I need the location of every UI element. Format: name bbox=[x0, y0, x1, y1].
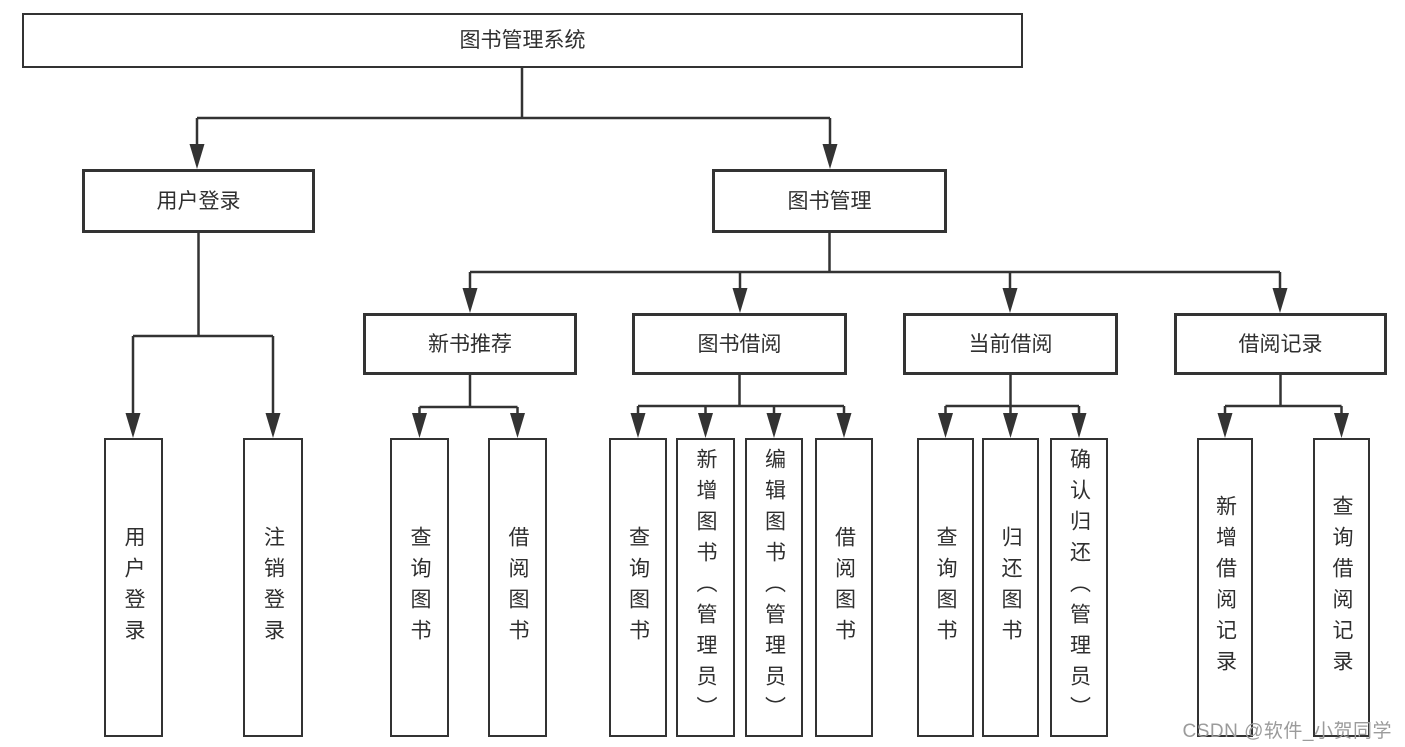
leaf-return-book-label: 归还图书 bbox=[999, 525, 1022, 650]
leaf-confirm-return-admin-label: 确认归还（管理员） bbox=[1067, 448, 1091, 727]
connector-line bbox=[131, 68, 1343, 415]
node-book-management-label: 图书管理 bbox=[787, 189, 872, 213]
leaf-recommend-borrow-book-label: 借阅图书 bbox=[506, 525, 529, 650]
node-user-login: 用户登录 bbox=[82, 169, 315, 233]
leaf-recommend-borrow-book: 借阅图书 bbox=[488, 438, 547, 737]
leaf-borrow-query-book-label: 查询图书 bbox=[626, 525, 650, 650]
leaf-recommend-query-book-label: 查询图书 bbox=[408, 525, 431, 650]
leaf-add-book-admin: 新增图书（管理员） bbox=[676, 438, 735, 737]
leaf-query-borrow-record-label: 查询借阅记录 bbox=[1330, 494, 1353, 681]
leaf-logout: 注销登录 bbox=[243, 438, 303, 737]
node-book-borrow-label: 图书借阅 bbox=[697, 332, 782, 356]
node-current-borrow: 当前借阅 bbox=[903, 313, 1118, 375]
leaf-user-login-label: 用户登录 bbox=[122, 525, 145, 650]
leaf-borrow-query-book: 查询图书 bbox=[609, 438, 667, 737]
node-root-label: 图书管理系统 bbox=[459, 29, 586, 52]
leaf-logout-label: 注销登录 bbox=[261, 525, 285, 650]
leaf-add-borrow-record: 新增借阅记录 bbox=[1197, 438, 1253, 737]
node-new-book-recommend-label: 新书推荐 bbox=[428, 332, 512, 356]
leaf-query-borrow-record: 查询借阅记录 bbox=[1313, 438, 1370, 737]
node-book-management: 图书管理 bbox=[712, 169, 947, 233]
arrowhead-icon bbox=[125, 144, 1349, 438]
leaf-current-query-book: 查询图书 bbox=[917, 438, 974, 737]
node-new-book-recommend: 新书推荐 bbox=[363, 313, 577, 375]
leaf-add-borrow-record-label: 新增借阅记录 bbox=[1213, 494, 1237, 681]
leaf-confirm-return-admin: 确认归还（管理员） bbox=[1050, 438, 1108, 737]
leaf-add-book-admin-label: 新增图书（管理员） bbox=[694, 448, 717, 727]
node-root: 图书管理系统 bbox=[22, 13, 1023, 68]
node-current-borrow-label: 当前借阅 bbox=[968, 332, 1053, 356]
node-borrow-record-label: 借阅记录 bbox=[1238, 332, 1323, 356]
node-book-borrow: 图书借阅 bbox=[632, 313, 847, 375]
csdn-watermark: CSDN @软件_小贺同学 bbox=[1182, 721, 1392, 742]
node-borrow-record: 借阅记录 bbox=[1174, 313, 1387, 375]
leaf-edit-book-admin: 编辑图书（管理员） bbox=[745, 438, 803, 737]
leaf-current-query-book-label: 查询图书 bbox=[934, 525, 957, 650]
leaf-recommend-query-book: 查询图书 bbox=[390, 438, 449, 737]
leaf-edit-book-admin-label: 编辑图书（管理员） bbox=[762, 448, 786, 727]
leaf-return-book: 归还图书 bbox=[982, 438, 1039, 737]
node-user-login-label: 用户登录 bbox=[156, 189, 241, 213]
leaf-borrow-book-label: 借阅图书 bbox=[832, 525, 856, 650]
leaf-user-login: 用户登录 bbox=[104, 438, 163, 737]
leaf-borrow-book: 借阅图书 bbox=[815, 438, 873, 737]
